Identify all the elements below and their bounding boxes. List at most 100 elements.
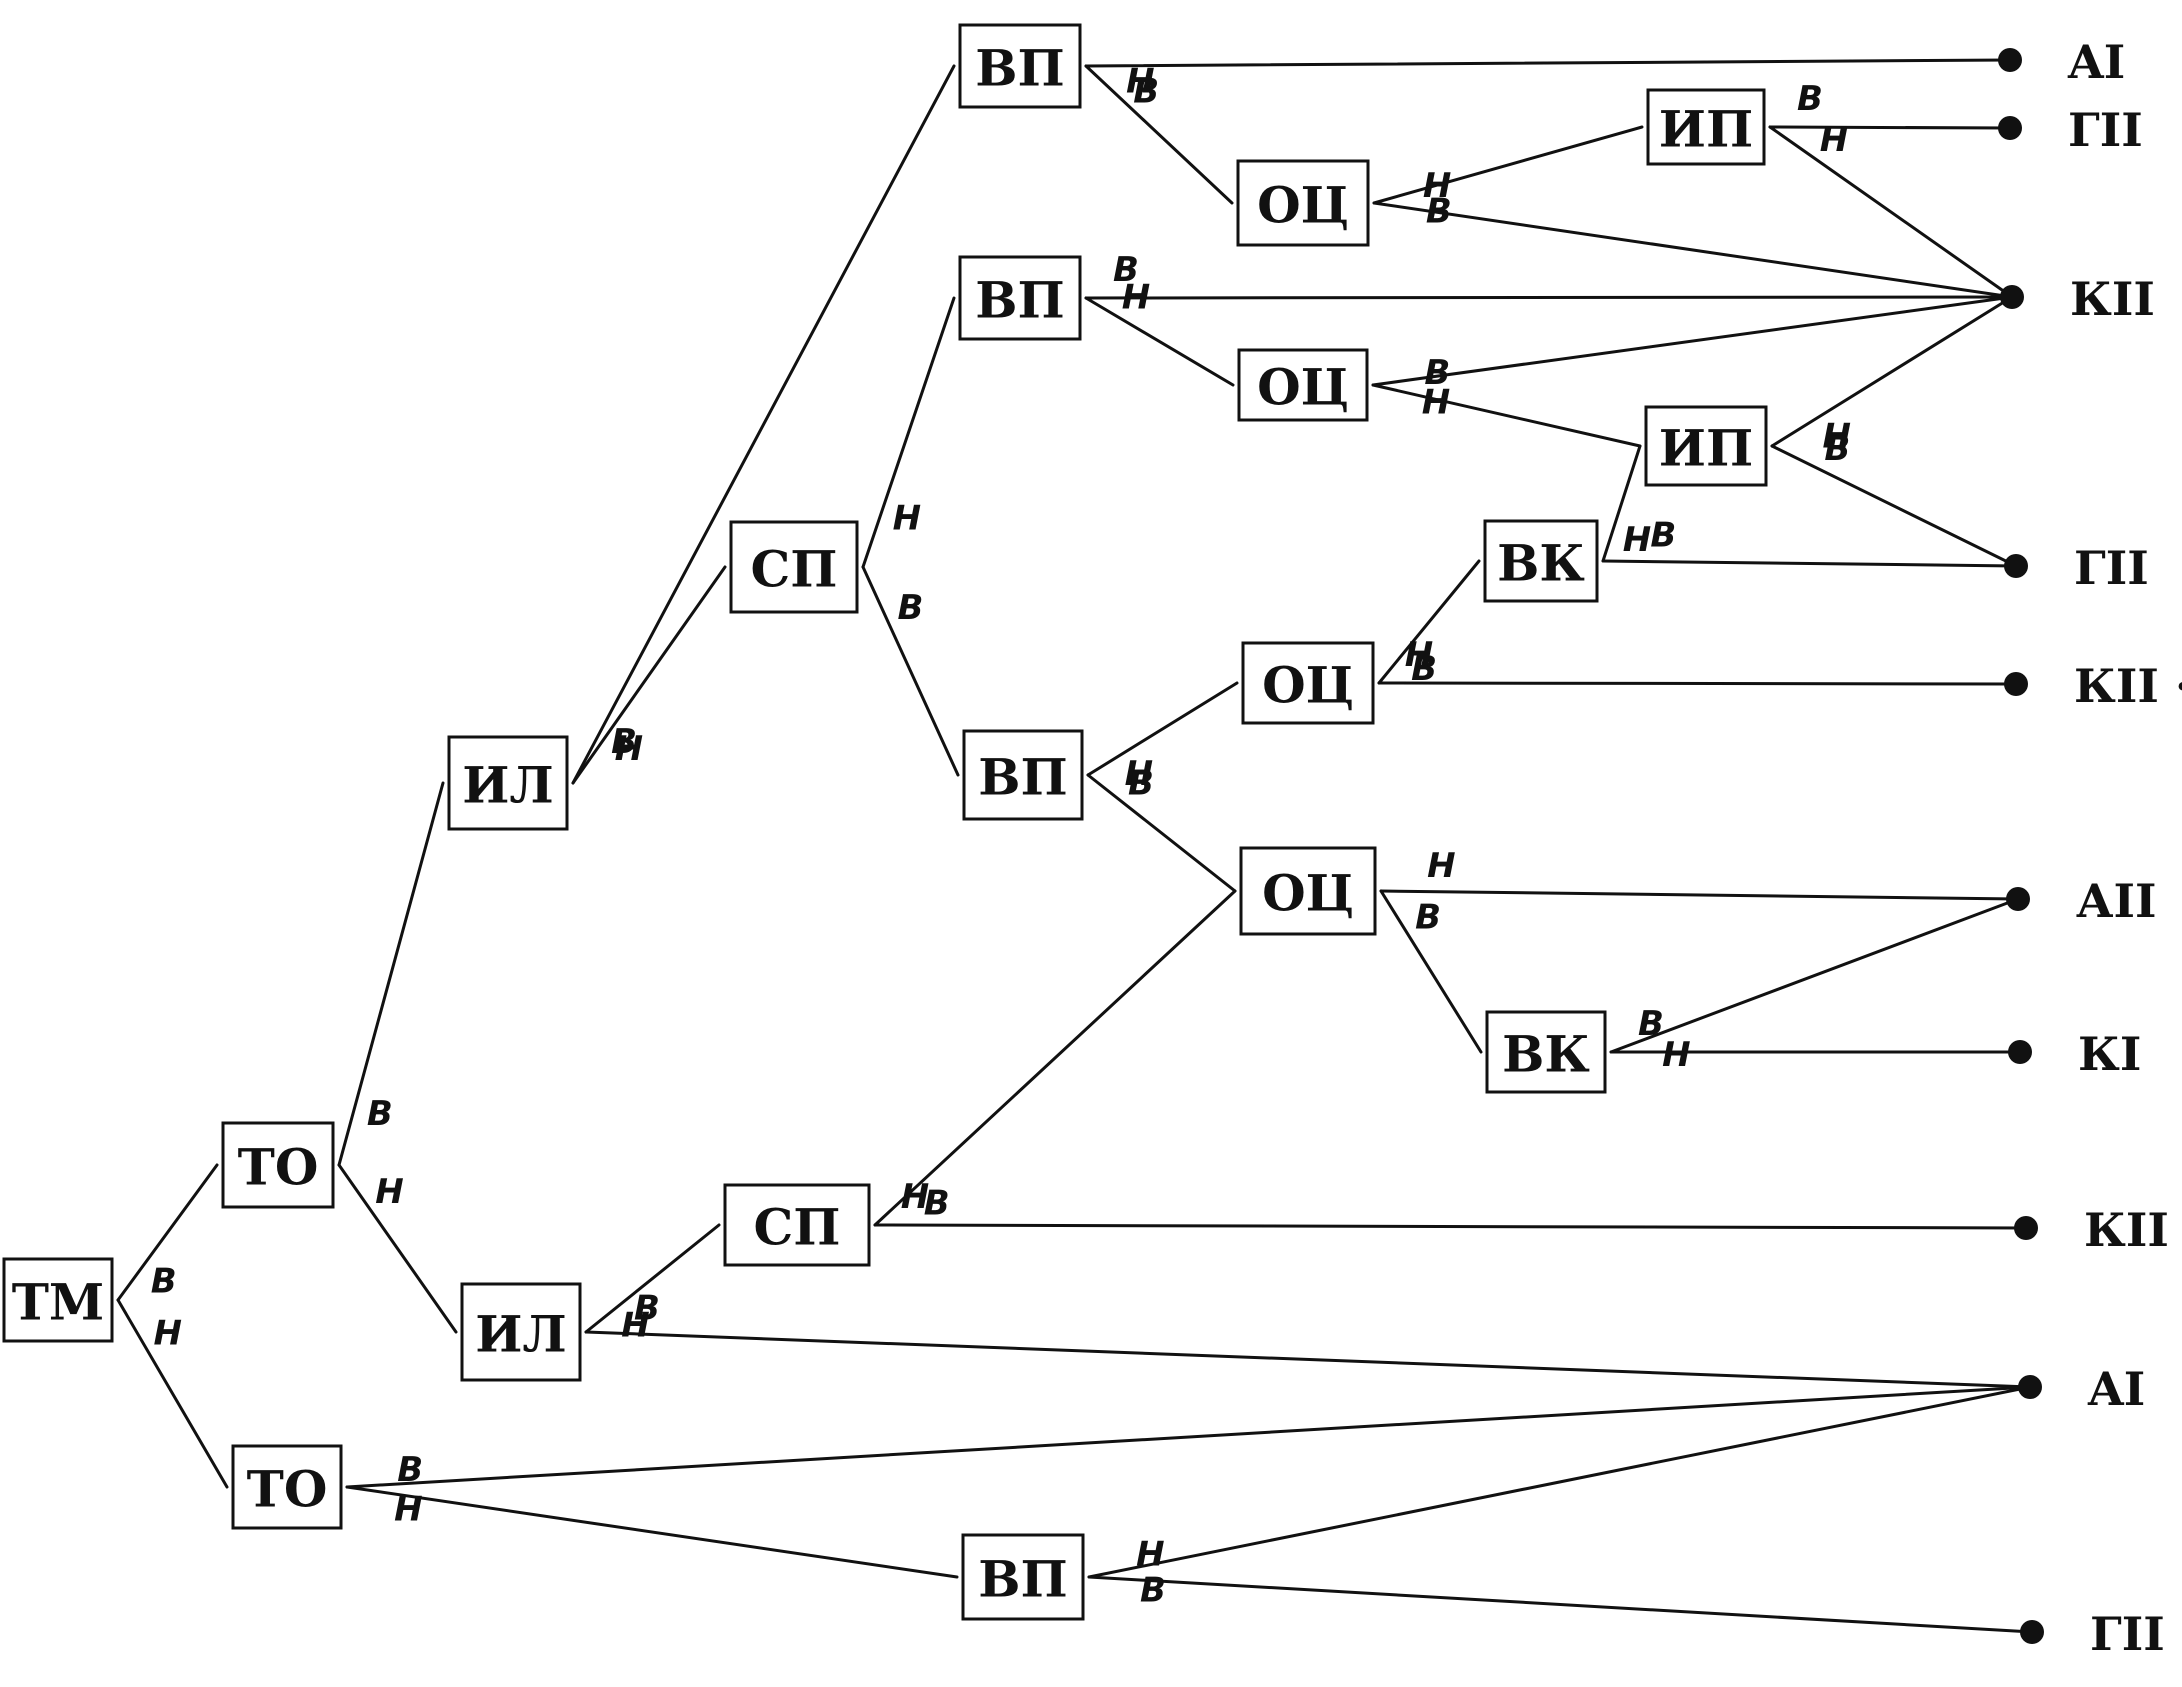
outcome-leaf: ГII [1998, 103, 2143, 157]
edge-label: Н [1822, 416, 1850, 456]
edge-label: В [1426, 192, 1452, 232]
edge-label: В [1128, 764, 1154, 804]
edge-n13-l3 [1371, 295, 2014, 387]
edge-label: Н [1122, 277, 1150, 317]
node-label: ТМ [12, 1273, 105, 1332]
node-frame [1236, 159, 1370, 247]
node-label: СП [753, 1198, 840, 1257]
node-label: ТО [238, 1138, 319, 1197]
edge-n16-l2 [1768, 125, 2012, 130]
outcome-label: ГII [2074, 541, 2149, 595]
node-label: ОЦ [1262, 656, 1354, 715]
outcome-dot-icon [2006, 887, 2030, 911]
edge-label: Н [1623, 520, 1651, 560]
edge-n15-l6 [1379, 889, 2020, 901]
node-label: ВП [975, 271, 1064, 330]
edge-n10-n14 [1086, 681, 1239, 777]
node-label: ВК [1502, 1025, 1590, 1084]
outcome-leaf: ГII [2004, 541, 2149, 595]
edge-label: Н [375, 1172, 403, 1212]
outcome-label: AI [2067, 35, 2125, 89]
edge-n17-l3 [1770, 295, 2014, 448]
edge-label: В [1797, 79, 1823, 119]
outcome-leaf: АII [2006, 874, 2157, 928]
edge-label: В [1113, 250, 1139, 290]
edge-label: В [1140, 1571, 1166, 1611]
edge-n14-l5 [1377, 681, 2018, 686]
edge-n19-l6 [1609, 897, 2020, 1054]
outcome-leaf: КII · [2004, 659, 2182, 713]
edge-n7-l8 [873, 1223, 2028, 1230]
node-frame [1644, 405, 1768, 487]
edge-label: В [897, 588, 923, 628]
outcome-dot-icon [2020, 1620, 2044, 1644]
outcome-leaf: КI [2008, 1027, 2141, 1081]
outcome-leaf: AI [1998, 35, 2125, 89]
edge-n7-n15 [873, 889, 1237, 1227]
node-label: ВК [1497, 534, 1585, 593]
node-frame [958, 23, 1082, 109]
edge-label: Н [621, 1306, 649, 1346]
node-box: ТО [221, 1121, 335, 1209]
node-frame [1237, 348, 1369, 422]
node-box: ОЦ [1241, 641, 1375, 725]
edge-label: Н [1820, 120, 1848, 160]
outcome-label: КII [2070, 272, 2155, 326]
edge-label: Н [1126, 61, 1154, 101]
outcome-label: КII [2084, 1203, 2169, 1257]
edge-label: Н [1662, 1035, 1690, 1075]
node-label: ИЛ [462, 756, 553, 815]
edge-n11-l9 [1087, 1385, 2032, 1579]
edge-label: В [397, 1450, 423, 1490]
outcome-leaf: ГII [2020, 1607, 2165, 1661]
edge-n4-n6 [571, 565, 727, 785]
edge-label: Н [1422, 383, 1450, 423]
node-box: ТО [231, 1444, 343, 1530]
outcome-dot-icon [2018, 1375, 2042, 1399]
edge-n2-n4 [337, 781, 445, 1167]
edge-label: В [1133, 72, 1159, 112]
node-frame [1241, 641, 1375, 725]
edge-label: В [1824, 429, 1850, 469]
node-frame [1485, 1010, 1607, 1094]
edge-n1-n2 [116, 1163, 219, 1302]
node-label: СП [750, 540, 837, 599]
outcome-label: КII · [2074, 659, 2182, 713]
outcome-label: ГII [2068, 103, 2143, 157]
node-frame [961, 1533, 1085, 1621]
node-label: ИП [1659, 100, 1753, 159]
node-box: СП [723, 1183, 871, 1267]
outcome-dot-icon [1998, 116, 2022, 140]
edge-label: В [1411, 649, 1437, 689]
node-box: ТМ [2, 1257, 114, 1343]
edge-n3-l9 [345, 1385, 2032, 1489]
edge-n6-n9 [861, 296, 956, 569]
node-frame [1646, 88, 1766, 166]
node-frame [447, 735, 569, 831]
node-frame [723, 1183, 871, 1267]
edge-n9-l3 [1084, 295, 2014, 300]
node-label: ИП [1659, 419, 1753, 478]
edge-label: Н [1136, 1535, 1164, 1575]
node-label: ВП [978, 748, 1067, 807]
outcome-dot-icon [2000, 285, 2024, 309]
edge-label: Н [615, 729, 643, 769]
edge-label: В [367, 1094, 393, 1134]
edge-label: Н [153, 1314, 181, 1354]
node-frame [2, 1257, 114, 1343]
outcome-label: АII [2076, 874, 2157, 928]
node-label: ВП [978, 1550, 1067, 1609]
edge-n8-n12 [1084, 64, 1234, 205]
node-label: ОЦ [1262, 864, 1354, 923]
outcome-leaf: КII [2000, 272, 2155, 326]
node-box: ВП [961, 1533, 1085, 1621]
edge-n9-n13 [1084, 296, 1235, 387]
outcome-dot-icon [2014, 1216, 2038, 1240]
outcome-label: КI [2078, 1027, 2141, 1081]
edge-label: В [1638, 1004, 1664, 1044]
node-label: ТО [247, 1460, 328, 1519]
node-box: ВП [962, 729, 1084, 821]
edge-label: Н [1423, 166, 1451, 206]
edge-n18-l4 [1601, 559, 2018, 568]
